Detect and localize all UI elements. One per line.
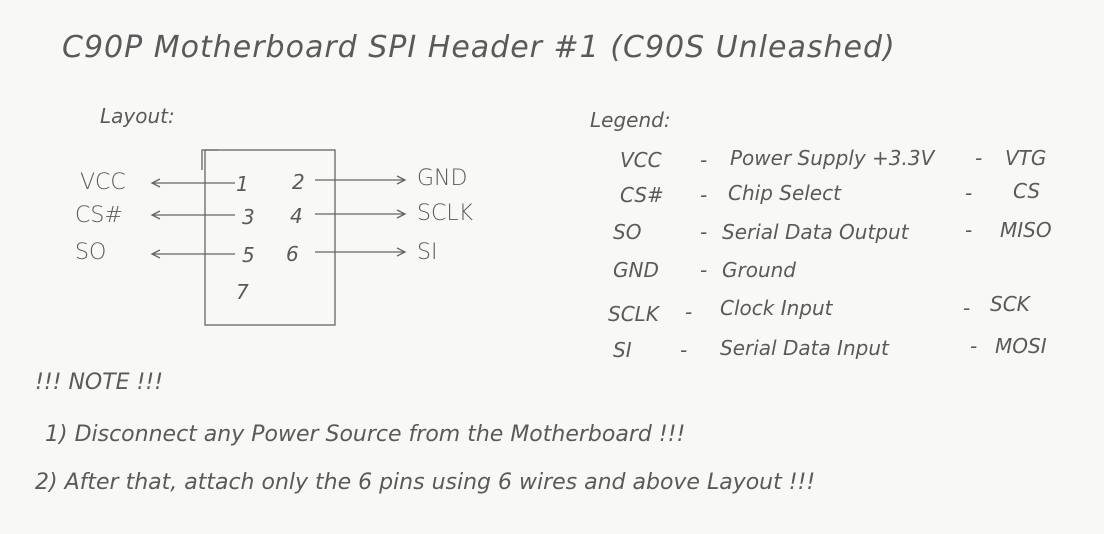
dash: - (700, 183, 708, 207)
arrows (150, 175, 407, 259)
legend-heading: Legend: (590, 108, 671, 132)
dash: - (963, 296, 971, 320)
page-title: C90P Motherboard SPI Header #1 (C90S Unl… (62, 30, 896, 65)
pin-1: 1 (236, 172, 249, 196)
pin-4: 4 (290, 204, 303, 228)
legend-alias: SCK (990, 292, 1030, 316)
legend-abbr: SI (613, 338, 632, 362)
legend-alias: MOSI (995, 334, 1047, 358)
dash: - (700, 220, 708, 244)
header-outline (204, 149, 336, 326)
legend-alias: CS (1013, 179, 1041, 203)
dash: - (975, 146, 983, 170)
signal-so: SO (75, 240, 107, 265)
signal-cs: CS# (75, 203, 123, 228)
dash: - (685, 300, 693, 324)
pin-5: 5 (242, 243, 255, 267)
legend-desc: Power Supply +3.3V (730, 146, 935, 170)
dash: - (700, 148, 708, 172)
signal-si: SI (417, 240, 438, 265)
legend-abbr: VCC (620, 148, 662, 172)
dash: - (970, 334, 978, 358)
dash: - (965, 218, 973, 242)
pin-2: 2 (292, 170, 305, 194)
legend-alias: VTG (1005, 146, 1047, 170)
legend-abbr: CS# (620, 183, 664, 207)
legend-abbr: GND (613, 258, 659, 282)
note-heading: !!! NOTE !!! (35, 370, 164, 395)
legend-desc: Chip Select (728, 181, 841, 205)
legend-alias: MISO (1000, 218, 1052, 242)
pin1-marker (201, 149, 218, 170)
pin-6: 6 (286, 242, 299, 266)
legend-desc: Ground (722, 258, 797, 282)
legend-desc: Clock Input (720, 296, 833, 320)
signal-sclk: SCLK (417, 201, 474, 226)
dash: - (680, 338, 688, 362)
dash: - (700, 258, 708, 282)
legend-desc: Serial Data Input (720, 336, 889, 360)
legend-abbr: SCLK (608, 302, 659, 326)
dash: - (965, 181, 973, 205)
note-item: 1) Disconnect any Power Source from the … (45, 422, 686, 447)
legend-abbr: SO (613, 220, 642, 244)
pin-3: 3 (242, 205, 255, 229)
signal-gnd: GND (417, 166, 468, 191)
signal-vcc: VCC (80, 170, 126, 195)
layout-heading: Layout: (100, 104, 175, 128)
pin-7: 7 (236, 280, 249, 304)
note-item: 2) After that, attach only the 6 pins us… (35, 470, 816, 495)
legend-desc: Serial Data Output (722, 220, 909, 244)
